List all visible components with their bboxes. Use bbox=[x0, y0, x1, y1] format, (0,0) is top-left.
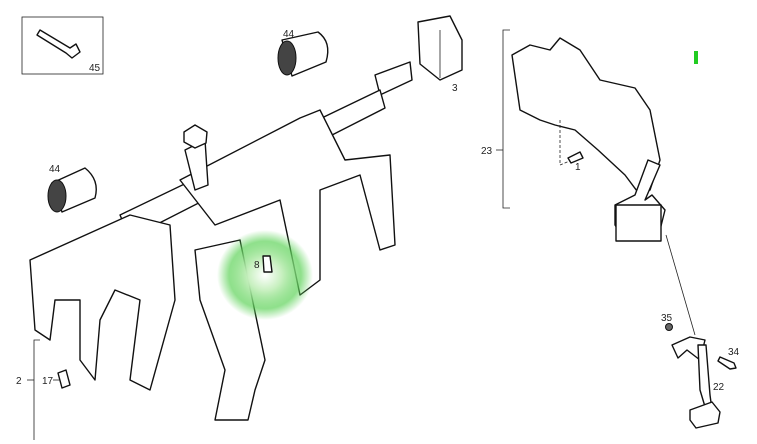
label-34: 34 bbox=[728, 347, 740, 358]
shift-housing-23[interactable] bbox=[511, 37, 666, 242]
label-45: 45 bbox=[89, 63, 101, 74]
label-35: 35 bbox=[661, 313, 673, 324]
shift-fork-assembly[interactable] bbox=[29, 61, 413, 421]
screw-45-inset[interactable] bbox=[21, 16, 104, 75]
label-17: 17 bbox=[42, 376, 54, 387]
green-marker bbox=[694, 51, 698, 64]
clip-17[interactable] bbox=[57, 369, 71, 389]
bushing-44-left[interactable] bbox=[47, 167, 97, 213]
bushing-44-top[interactable] bbox=[277, 31, 329, 77]
label-44-top: 44 bbox=[283, 29, 295, 40]
label-23: 23 bbox=[481, 146, 493, 157]
housing-23-bracket bbox=[502, 29, 510, 209]
label-8: 8 bbox=[254, 260, 260, 271]
nut-35[interactable] bbox=[665, 323, 673, 331]
clip-3[interactable] bbox=[417, 15, 463, 81]
label-3: 3 bbox=[452, 83, 458, 94]
bolt-1[interactable] bbox=[567, 151, 584, 164]
clip-8[interactable] bbox=[262, 255, 273, 273]
highlight-glow bbox=[217, 230, 313, 320]
label-44-left: 44 bbox=[49, 164, 61, 175]
bolt-34[interactable] bbox=[717, 356, 737, 370]
label-22: 22 bbox=[713, 382, 725, 393]
assembly-2-bracket bbox=[33, 339, 40, 440]
label-1: 1 bbox=[575, 162, 581, 173]
label-2: 2 bbox=[16, 376, 22, 387]
lever-22[interactable] bbox=[671, 336, 721, 429]
